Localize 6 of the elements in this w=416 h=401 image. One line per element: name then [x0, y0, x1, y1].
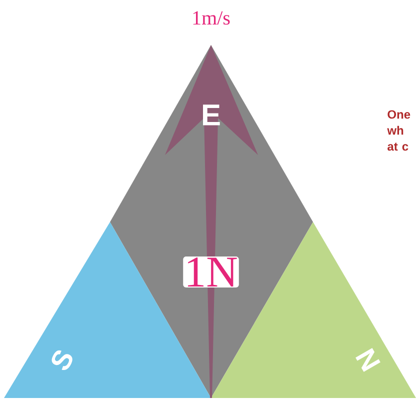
- region-label: E: [203, 104, 220, 126]
- region-label: N: [356, 348, 380, 372]
- region-label: 1N: [183, 256, 239, 288]
- note-text: One wh at c: [387, 110, 410, 151]
- region-label: S: [52, 350, 72, 370]
- speed-label: 1m/s: [193, 11, 230, 25]
